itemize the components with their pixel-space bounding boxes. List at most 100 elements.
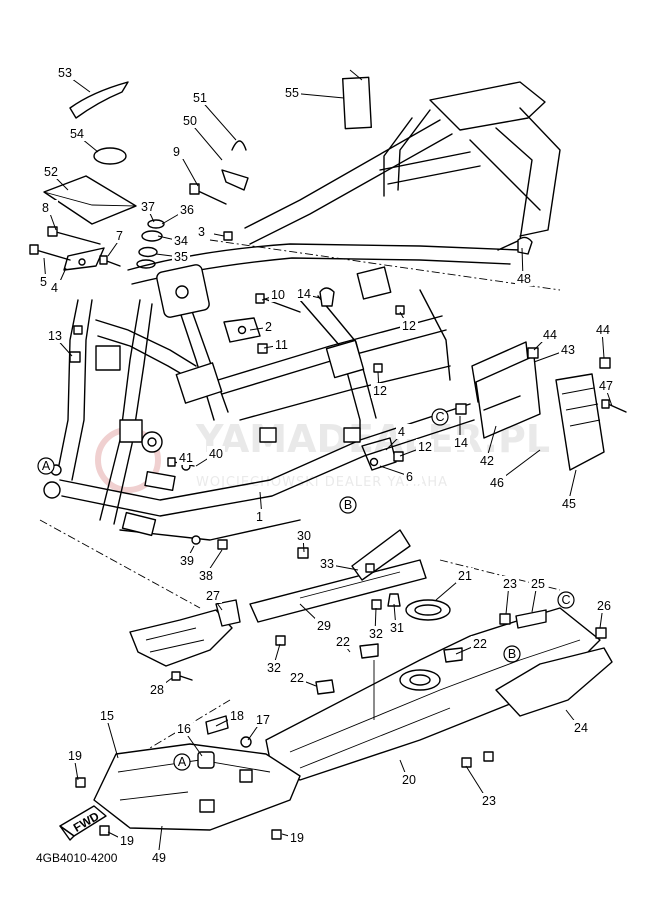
label-backdrop [171, 144, 189, 159]
label-backdrop [456, 568, 474, 583]
label-backdrop [318, 556, 336, 571]
label-backdrop [191, 90, 209, 105]
label-backdrop [595, 598, 613, 613]
label-backdrop [471, 636, 489, 651]
label-backdrop [150, 850, 168, 865]
part-number-label: 20 [402, 773, 416, 787]
part-number-label: 25 [531, 577, 545, 591]
label-backdrop [480, 793, 498, 808]
fwd-arrow: FWD [59, 805, 107, 841]
part-number-label: 16 [177, 722, 191, 736]
part-number-label: 52 [44, 165, 58, 179]
label-backdrop [56, 65, 74, 80]
part-number-label: 19 [120, 834, 134, 848]
label-backdrop [178, 202, 196, 217]
skid-plate-24 [495, 647, 613, 717]
part-number-label: 33 [320, 557, 334, 571]
part-number-label: 18 [230, 709, 244, 723]
label-backdrop [228, 708, 246, 723]
part-number-label: 54 [70, 127, 84, 141]
label-backdrop [488, 475, 506, 490]
label-backdrop [265, 660, 283, 675]
label-backdrop [541, 327, 559, 342]
part-number-label: 28 [150, 683, 164, 697]
reference-circle [557, 591, 575, 609]
bolt-parts-left [29, 140, 249, 271]
part-number-label: 35 [174, 250, 188, 264]
reference-circle [339, 496, 357, 514]
label-backdrop [42, 164, 60, 179]
label-backdrop [175, 721, 193, 736]
part-number-label: 12 [418, 440, 432, 454]
part-number-label: 7 [116, 229, 123, 243]
part-number-label: 38 [199, 569, 213, 583]
rear-bracket-parts [471, 341, 627, 471]
label-backdrop [478, 453, 496, 468]
label-backdrop [334, 634, 352, 649]
label-backdrop [197, 568, 215, 583]
part-number-label: 32 [369, 627, 383, 641]
part-number-label: 53 [58, 66, 72, 80]
label-backdrop [196, 224, 214, 239]
part-55-tag [342, 69, 372, 130]
label-backdrop [172, 249, 190, 264]
reference-letter: C [561, 593, 570, 607]
label-backdrop [452, 435, 470, 450]
part-number-label: 34 [174, 234, 188, 248]
part-number-label: 4 [398, 425, 405, 439]
part-number-label: 44 [596, 323, 610, 337]
main-frame [43, 81, 561, 541]
label-backdrop [288, 830, 306, 845]
label-backdrop [263, 319, 281, 334]
label-backdrop [295, 528, 313, 543]
label-backdrop [572, 720, 590, 735]
part-number-label: 10 [271, 288, 285, 302]
part-number-label: 19 [68, 749, 82, 763]
part-number-label: 12 [402, 319, 416, 333]
label-backdrop [597, 378, 615, 393]
part-number-label: 31 [390, 621, 404, 635]
drawing-code: 4GB4010-4200 [36, 851, 118, 865]
label-backdrop [560, 496, 578, 511]
reference-circle [431, 408, 449, 426]
part-number-label: 32 [267, 661, 281, 675]
part-number-label: 12 [373, 384, 387, 398]
label-backdrop [178, 553, 196, 568]
label-backdrop [49, 280, 67, 295]
part-number-label: 9 [173, 145, 180, 159]
label-backdrop [404, 469, 422, 484]
label-backdrop [114, 228, 132, 243]
part-number-label: 43 [561, 343, 575, 357]
part-number-label: 5 [40, 275, 47, 289]
watermark-subtext: WOJCIECHOWSKI DEALER YAMAHA [196, 475, 448, 490]
part-number-label: 21 [458, 569, 472, 583]
label-backdrop [400, 772, 418, 787]
label-backdrop [288, 670, 306, 685]
reference-letter: A [178, 755, 187, 769]
part-number-label: 26 [597, 599, 611, 613]
label-backdrop [269, 287, 287, 302]
label-backdrop [295, 286, 313, 301]
part-number-label: 11 [275, 338, 288, 352]
label-backdrop [501, 576, 519, 591]
part-number-label: 8 [42, 201, 49, 215]
label-backdrop [148, 682, 166, 697]
part-number-label: 50 [183, 114, 197, 128]
label-backdrop [559, 342, 577, 357]
reference-circle [37, 457, 55, 475]
reference-letter: C [435, 410, 444, 424]
part-number-label: 14 [454, 436, 468, 450]
part-number-label: 42 [480, 454, 494, 468]
part-number-label: 49 [152, 851, 166, 865]
reference-letter: A [42, 459, 51, 473]
part-number-label: 17 [256, 713, 270, 727]
reference-letter: B [508, 647, 516, 661]
part-number-label: 36 [180, 203, 194, 217]
part-number-label: 44 [543, 328, 557, 342]
label-backdrop [416, 439, 434, 454]
part-number-label: 3 [198, 225, 205, 239]
label-backdrop [66, 748, 84, 763]
